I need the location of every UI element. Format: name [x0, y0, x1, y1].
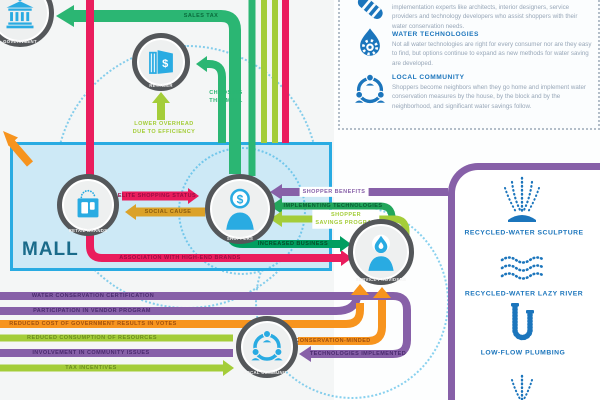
- node-label-local-community: LOCAL COMMUNITY: [243, 370, 291, 375]
- flow-sales-tax: [72, 10, 241, 174]
- legend-title-local-community: LOCAL COMMUNITY: [392, 74, 465, 81]
- flow-label-involvement-in-community-issues: INVOLVEMENT IN COMMUNITY ISSUES: [32, 349, 150, 356]
- striped-bar-icon: [357, 0, 383, 20]
- panel-label-low-flow-plumbing: LOW-FLOW PLUMBING: [480, 349, 566, 357]
- svg-text:$: $: [237, 192, 244, 206]
- node-label-government: GOVERNMENT: [3, 39, 37, 44]
- arrow-lower-overhead: [152, 92, 170, 103]
- flow-label-reduced-cost-of-government-results-in-votes: REDUCED COST OF GOVERNMENT RESULTS IN VO…: [9, 320, 177, 327]
- legend-body-local-community: Shoppers become neighbors when they go h…: [392, 84, 586, 110]
- arrow-elite: [188, 188, 199, 204]
- lazy-river-icon: [500, 256, 546, 280]
- node-local-community: LOCAL COMMUNITY: [236, 316, 298, 378]
- spray-fountain-icon: [511, 374, 533, 400]
- flow-label-water-conservation-certification: WATER CONSERVATION CERTIFICATION: [31, 292, 155, 299]
- mall-zone-label: MALL: [22, 239, 79, 260]
- arrow-to-government: [3, 131, 18, 146]
- arrow-technologies-implemented: [299, 346, 311, 362]
- water-person-icon: [368, 234, 394, 271]
- pipe-icon: [511, 303, 534, 341]
- flow-label-technologies-implemented: TECHNOLOGIES IMPLEMENTED: [309, 350, 407, 357]
- fountain-icon: [504, 176, 540, 222]
- arrow-conservation-minded: [373, 287, 391, 298]
- arrow-increased-business: [340, 236, 351, 252]
- arrow-implementing-technologies: [270, 198, 282, 214]
- flow-label-lower-overhead-due-to-efficiency: LOWER OVERHEAD DUE TO EFFICIENCY: [132, 120, 196, 135]
- svg-text:$: $: [162, 58, 168, 70]
- flow-orange-to-government: [7, 139, 34, 167]
- government-icon: [6, 0, 34, 29]
- panel-label-recycled-water-sculpture: RECYCLED-WATER SCULPTURE: [464, 229, 584, 237]
- node-shoppers: $ SHOPPERS: [205, 174, 275, 244]
- flow-label-elite-shopping-status: ELITE SHOPPING STATUS: [117, 192, 197, 199]
- flow-label-social-cause: SOCIAL CAUSE: [144, 208, 192, 215]
- node-label-service-providers: SERVICE PROVIDERS: [355, 277, 407, 282]
- node-service-providers: SERVICE PROVIDERS: [348, 219, 414, 285]
- node-government: GOVERNMENT: [0, 0, 54, 47]
- legend-panel: implementation experts like architects, …: [338, 0, 600, 130]
- arrow-association: [341, 250, 352, 266]
- flow-reduced-cost-government: [0, 303, 364, 328]
- flow-label-implementing-technologies: IMPLEMENTING TECHNOLOGIES: [283, 202, 383, 209]
- legend-title-water-technologies: WATER TECHNOLOGIES: [392, 31, 479, 38]
- node-label-retail-brands: RETAIL BRANDS: [68, 228, 108, 233]
- flow-label-shopper-benefits: SHOPPER BENEFITS: [299, 186, 369, 198]
- legend-body-water-technologies: Not all water technologies are right for…: [392, 41, 592, 67]
- arrow-sales-tax: [56, 5, 74, 27]
- arrow-social-cause: [125, 204, 136, 220]
- flow-label-conservation-minded: CONSERVATION-MINDED: [295, 337, 371, 344]
- flow-label-increased-business: INCREASED BUSINESS: [257, 240, 329, 247]
- arrow-tax-incentives: [223, 360, 234, 376]
- community-people-icon: [248, 329, 286, 362]
- legend-body-service-providers: implementation experts like architects, …: [392, 4, 578, 30]
- node-label-retailer: RETAILER: [149, 83, 173, 88]
- arrow-shopper-savings: [270, 211, 282, 227]
- node-retailer: $ RETAILER: [132, 33, 190, 91]
- water-drop-gear-icon: [360, 28, 380, 56]
- flow-participation-vendor-program: [0, 296, 361, 315]
- retailer-icon: $: [149, 50, 173, 74]
- flow-association-high-end-brands: [86, 0, 341, 262]
- node-retail-brands: RETAIL BRANDS: [57, 174, 119, 236]
- arrow-shopper-benefits: [270, 184, 282, 200]
- flow-label-tax-incentives: TAX INCENTIVES: [65, 364, 117, 371]
- flow-label-choosing-this-mall: CHOOSING THIS MALL: [209, 89, 243, 104]
- node-label-shoppers: SHOPPERS: [226, 236, 254, 241]
- shopper-person-icon: $: [226, 188, 254, 230]
- shopping-bag-icon: [77, 189, 99, 218]
- flow-label-reduced-consumption-of-resources: REDUCED CONSUMPTION OF RESOURCES: [27, 334, 157, 341]
- arrow-reduced-cost: [351, 284, 369, 295]
- people-circle-icon: [352, 73, 388, 104]
- flow-conservation-minded: [298, 300, 386, 345]
- arrow-choosing-this-mall: [196, 56, 207, 72]
- flow-water-conservation-certification: [0, 292, 411, 358]
- water-technologies-panel: [448, 163, 600, 400]
- flow-label-sales-tax: SALES TAX: [183, 12, 219, 19]
- flow-label-association-with-high-end-brands: ASSOCIATION WITH HIGH-END BRANDS: [119, 254, 241, 261]
- panel-label-recycled-water-lazy-river: RECYCLED-WATER LAZY RIVER: [464, 290, 584, 298]
- flow-choosing-this-mall: [205, 60, 226, 143]
- flow-label-participation-in-vendor-program: PARTICIPATION IN VENDOR PROGRAM: [33, 307, 151, 314]
